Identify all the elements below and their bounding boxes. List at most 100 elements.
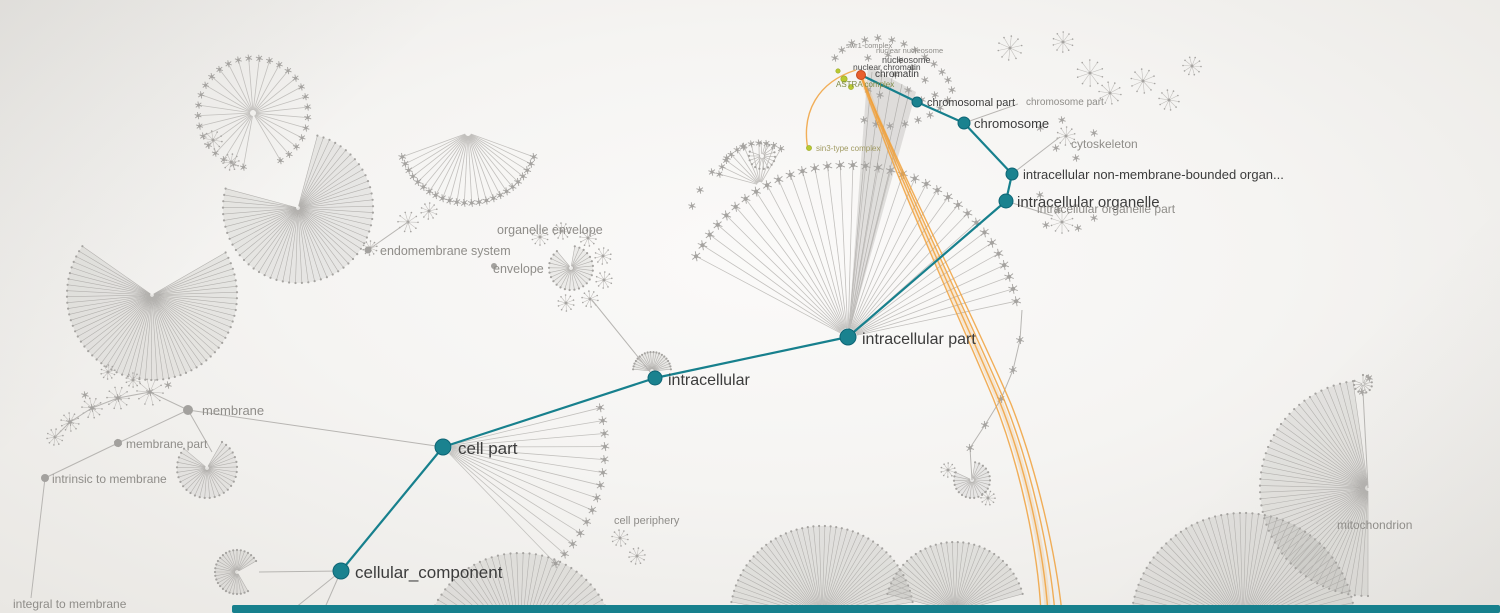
node-star (962, 208, 973, 219)
node-star (239, 163, 247, 171)
term-node-highlight[interactable] (848, 84, 854, 90)
fan-cluster (730, 524, 914, 613)
label-nuclear-chromatin[interactable]: nuclear chromatin (853, 62, 921, 72)
label-cell-part[interactable]: cell part (458, 439, 518, 458)
node-star (930, 60, 938, 68)
mini-cluster (1098, 81, 1122, 105)
mini-cluster (125, 372, 141, 388)
node-star (888, 36, 896, 44)
label-endomembrane-system[interactable]: endomembrane system (380, 244, 511, 258)
term-node-gray[interactable] (41, 474, 49, 482)
node-star (901, 120, 909, 128)
node-cell_part[interactable] (434, 438, 452, 456)
label-intrinsic-to-membrane[interactable]: intrinsic to membrane (52, 472, 167, 486)
term-node-gray[interactable] (364, 246, 372, 254)
node-star (797, 166, 808, 177)
label-organelle-envelope[interactable]: organelle envelope (497, 223, 603, 237)
label-sin3-type-complex[interactable]: sin3-type complex (816, 144, 880, 153)
node-star (718, 163, 726, 171)
node-star (245, 54, 253, 62)
label-membrane[interactable]: membrane (202, 403, 264, 418)
term-node-highlight[interactable] (806, 145, 812, 151)
label-mitochondrion[interactable]: mitochondrion (1337, 518, 1412, 532)
node-star (904, 86, 912, 94)
node-star (911, 46, 919, 54)
node-star (948, 86, 956, 94)
node-star (202, 81, 210, 89)
label-chromatin[interactable]: chromatin (875, 69, 919, 80)
node-intracellular_non_membrane_bounded_organelle[interactable] (1005, 167, 1019, 181)
label-cytoskeleton[interactable]: cytoskeleton (1071, 137, 1138, 151)
node-intracellular_organelle[interactable] (998, 193, 1014, 209)
node-star (1042, 221, 1050, 229)
node-star (896, 56, 904, 64)
node-intracellular_part[interactable] (839, 328, 857, 346)
node-star (1090, 214, 1098, 222)
term-node-gray[interactable] (491, 263, 497, 269)
node-star (777, 145, 785, 153)
label-envelope[interactable]: envelope (493, 262, 544, 276)
node-star (87, 403, 97, 413)
label-intracellular-organelle[interactable]: intracellular organelle (1017, 194, 1160, 211)
mini-cluster (997, 35, 1023, 61)
label-cell-periphery[interactable]: cell periphery (614, 515, 680, 527)
label-membrane-part[interactable]: membrane part (126, 437, 208, 451)
fan-cluster (1131, 511, 1355, 613)
node-selected_term[interactable] (856, 70, 866, 80)
node-star (519, 172, 527, 181)
node-star (224, 60, 232, 68)
label-cellular-component[interactable]: cellular_component (355, 563, 503, 582)
mini-cluster (1130, 68, 1156, 94)
label-intracellular-non-membrane-bounded-organ[interactable]: intracellular non-membrane-bounded organ… (1023, 167, 1284, 182)
label-nuclear-nucleosome[interactable]: nuclear nucleosome (876, 46, 943, 55)
node-star (419, 182, 428, 191)
label-integral-to-membrane[interactable]: integral to membrane (13, 597, 127, 611)
label-intracellular-part[interactable]: intracellular part (862, 331, 976, 348)
fan-cluster (547, 245, 595, 292)
label-intracellular-organelle-part[interactable]: intracellular organelle part (1037, 202, 1176, 216)
fan-cluster (691, 160, 1022, 336)
term-node-highlight[interactable] (840, 75, 848, 83)
node-star (831, 54, 839, 62)
node-star (944, 96, 952, 104)
node-star (65, 417, 75, 427)
node-star (926, 111, 934, 119)
node-star (835, 160, 846, 171)
term-node-gray[interactable] (183, 405, 193, 415)
label-chromosome[interactable]: chromosome (974, 116, 1049, 131)
fan-cluster (886, 541, 1024, 612)
node-star (886, 122, 894, 130)
fan-cluster (221, 134, 375, 285)
node-star (721, 210, 732, 221)
node-star (712, 219, 723, 230)
node-star (582, 517, 592, 527)
label-intracellular[interactable]: intracellular (668, 372, 750, 389)
label-chromosome-part[interactable]: chromosome part (1026, 97, 1104, 108)
mini-cluster (1158, 89, 1180, 111)
label-swr1-complex[interactable]: swr1-complex (846, 41, 893, 50)
node-star (848, 160, 858, 171)
label-nucleosome[interactable]: nucleosome (882, 55, 931, 65)
node-chromosomal_part[interactable] (911, 96, 923, 108)
node-star (885, 165, 896, 176)
label-astra-complex[interactable]: ASTRA complex (836, 80, 894, 89)
node-star (598, 416, 608, 426)
mini-cluster (595, 271, 613, 289)
mini-cluster (1050, 210, 1074, 234)
node-star (1008, 283, 1018, 294)
node-star (932, 185, 943, 196)
node-chromosome[interactable] (957, 116, 971, 130)
label-chromosomal-part[interactable]: chromosomal part (927, 97, 1015, 109)
node-star (762, 180, 772, 191)
node-star (438, 194, 447, 203)
term-node-gray[interactable] (114, 439, 122, 447)
term-node-highlight[interactable] (835, 68, 841, 74)
node-cellular_component[interactable] (332, 562, 350, 580)
node-intracellular[interactable] (647, 370, 663, 386)
node-star (523, 166, 532, 175)
node-star (595, 403, 605, 413)
fan-cluster (952, 461, 992, 499)
node-star (747, 140, 755, 148)
